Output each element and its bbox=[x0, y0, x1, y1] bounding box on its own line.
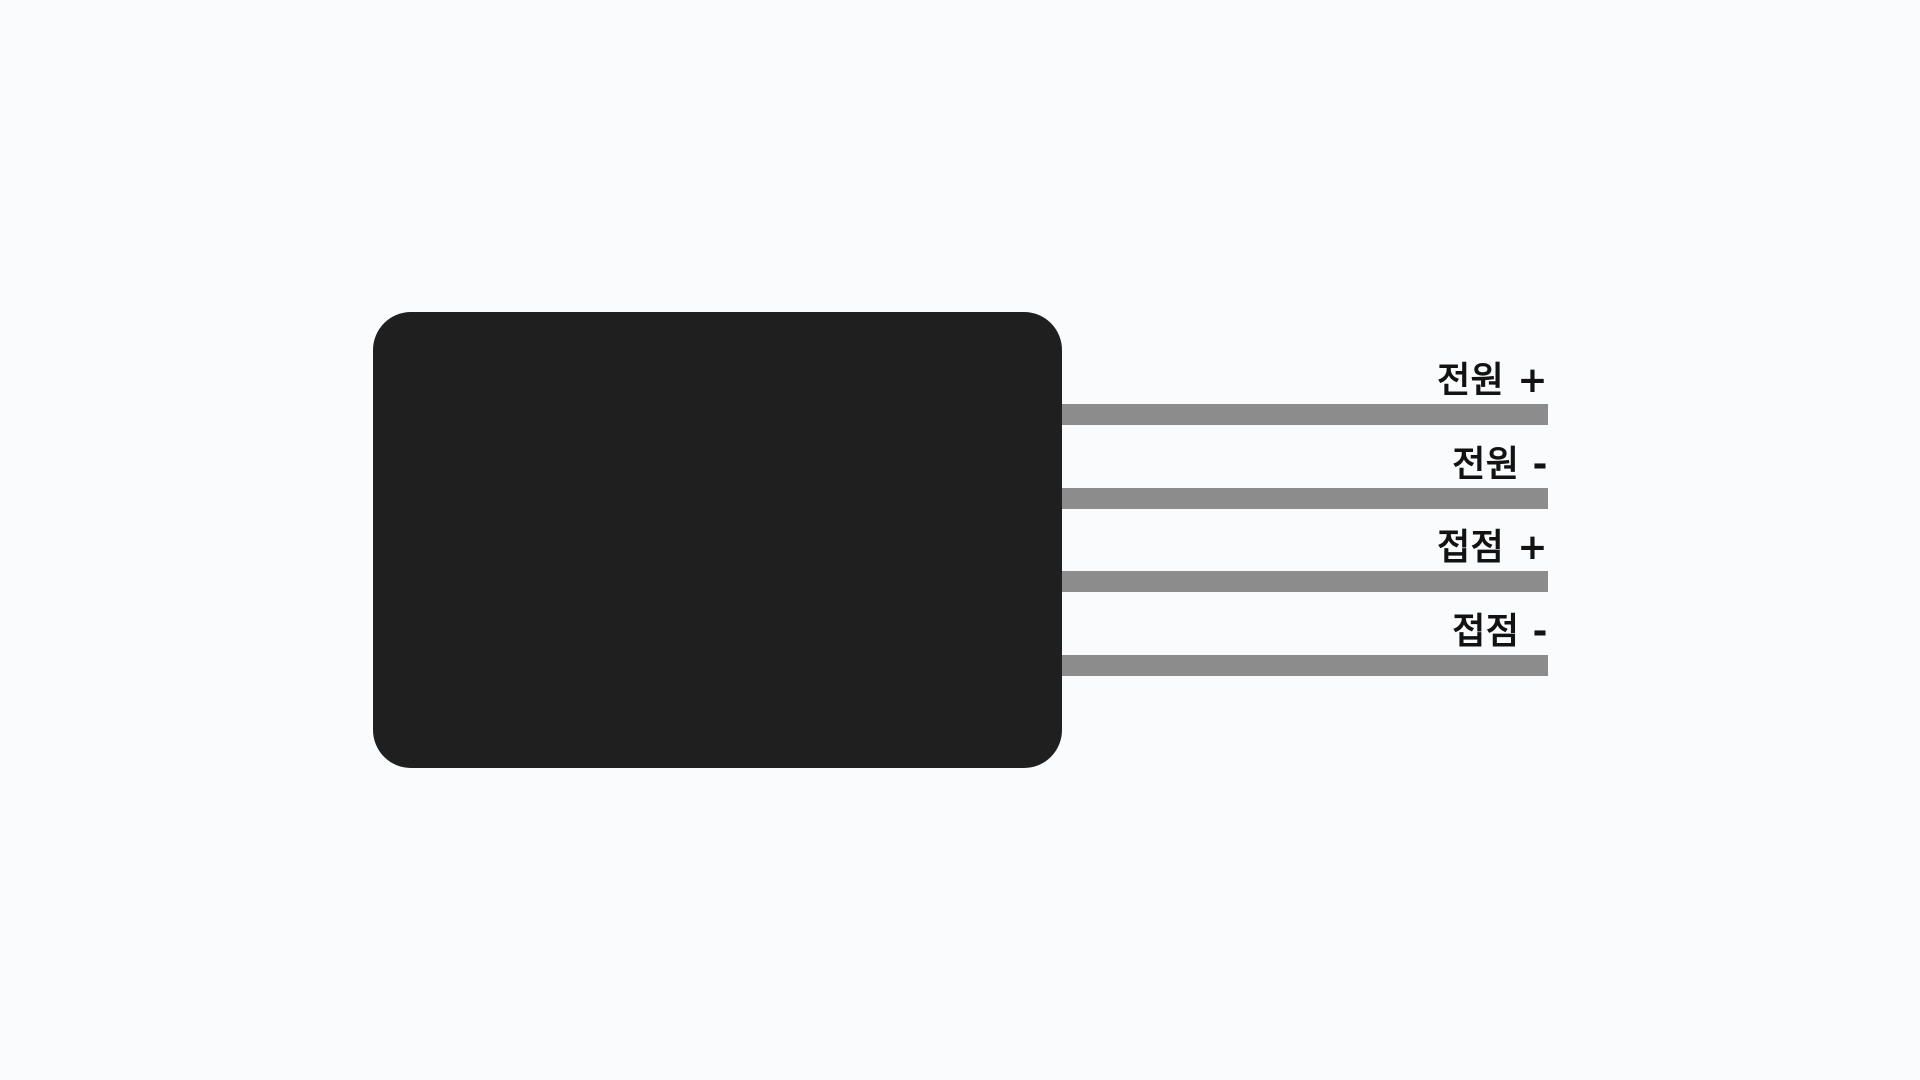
wire-lead-power-negative bbox=[1062, 488, 1548, 509]
device-body bbox=[373, 312, 1062, 768]
wire-harness: 전원 + 전원 - 접점 + 접점 - bbox=[1062, 312, 1548, 768]
wire-label-power-negative: 전원 - bbox=[1452, 444, 1548, 485]
wire-group-contact-negative: 접점 - bbox=[1062, 614, 1548, 676]
wire-group-contact-positive: 접점 + bbox=[1062, 530, 1548, 592]
wire-label-power-positive: 전원 + bbox=[1437, 360, 1548, 401]
wire-lead-contact-positive bbox=[1062, 571, 1548, 592]
wire-group-power-positive: 전원 + bbox=[1062, 363, 1548, 425]
wire-label-contact-negative: 접점 - bbox=[1452, 611, 1548, 652]
wire-group-power-negative: 전원 - bbox=[1062, 447, 1548, 509]
wire-lead-power-positive bbox=[1062, 404, 1548, 425]
wire-lead-contact-negative bbox=[1062, 655, 1548, 676]
wire-label-contact-positive: 접점 + bbox=[1437, 527, 1548, 568]
